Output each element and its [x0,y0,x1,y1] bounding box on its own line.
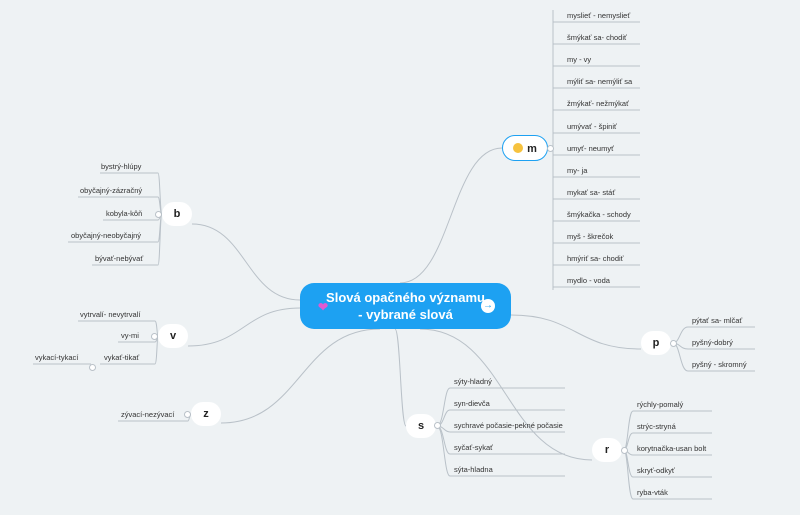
branch-label-z: z [203,408,209,420]
branch-label-v: v [169,330,177,342]
leaf-item[interactable]: sýty-hladný [454,377,492,386]
leaf-item[interactable]: bývať-nebývať [95,254,144,263]
branch-node-b[interactable]: b [162,202,192,226]
leaf-item[interactable]: vykací-tykací [35,353,79,362]
collapse-dot[interactable] [155,211,162,218]
leaf-item[interactable]: pyšný-dobrý [692,338,733,347]
branch-node-s[interactable]: s [406,414,436,438]
branch-label-m: m [527,143,537,155]
leaf-item[interactable]: korytnačka-usan bolt [637,444,707,453]
leaf-item[interactable]: vytrvalí- nevytrvalí [80,310,141,319]
leaf-item[interactable]: ryba-vták [637,488,668,497]
leaf-item[interactable]: my - vy [567,55,592,64]
central-topic[interactable]: ❤ Slová opačného významu - vybrané slová… [300,283,511,329]
branch-label-s: s [417,420,425,432]
leaf-item[interactable]: hmýriť sa- chodiť [567,254,624,263]
connector-line [623,449,634,500]
branch-label-b: b [173,208,181,220]
connector-line [436,387,451,427]
leaf-item[interactable]: vykať-tikať [104,353,140,362]
connector-line [187,307,301,347]
connector-line [436,425,451,477]
leaf-item[interactable]: mýliť sa- nemýliť sa [567,77,633,86]
leaf-item[interactable]: skryť-odkyť [637,466,675,475]
leaf-item[interactable]: vy-mi [121,331,139,340]
collapse-dot[interactable] [151,333,158,340]
leaf-item[interactable]: obyčajný-zázračný [80,186,143,195]
branch-label-p: p [652,337,660,349]
collapse-dot[interactable] [547,145,554,152]
leaf-item[interactable]: šmýkať sa- chodiť [567,33,627,42]
leaf-item[interactable]: šmýkačka - schody [567,210,631,219]
leaf-item[interactable]: syn-dievča [454,399,490,408]
leaf-item[interactable]: syčať-sykať [454,443,493,452]
branch-node-r[interactable]: r [592,438,622,462]
leaf-item[interactable]: mydlo - voda [567,276,610,285]
leaf-item[interactable]: rýchly-pomalý [637,400,684,409]
collapse-dot[interactable] [670,340,677,347]
leaf-item[interactable]: bystrý-hlúpy [101,162,142,171]
branch-node-m[interactable]: m [502,135,548,161]
leaf-item[interactable]: žmýkať- nežmýkať [567,99,629,108]
branch-label-r: r [604,444,610,456]
leaf-item[interactable]: sýta-hladna [454,465,493,474]
leaf-item[interactable]: obyčajný-neobyčajný [71,231,142,240]
connector-line [672,342,689,372]
leaf-item[interactable]: kobyla-kôň [106,209,143,218]
leaf-item[interactable]: strýc-stryná [637,422,676,431]
branch-node-z[interactable]: z [191,402,221,426]
branch-node-p[interactable]: p [641,331,671,355]
smiley-icon [513,143,524,153]
leaf-item[interactable]: mykať sa- stáť [567,188,616,197]
leaf-item[interactable]: zývací-nezývací [121,410,175,419]
connector-line [220,328,381,424]
collapse-dot[interactable] [434,422,441,429]
leaf-item[interactable]: pyšný - skromný [692,360,747,369]
collapse-dot[interactable] [184,411,191,418]
collapse-dot[interactable] [621,447,628,454]
branch-node-v[interactable]: v [158,324,188,348]
leaf-item[interactable]: umývať - špiniť [567,122,617,131]
leaf-item[interactable]: myš - škrečok [567,232,614,241]
central-topic-title: Slová opačného významu - vybrané slová [326,290,485,322]
leaf-item[interactable]: umyť- neumyť [567,144,614,153]
leaf-item[interactable]: sychravé počasie-pekné počasie [454,421,563,430]
heart-icon: ❤ [318,300,329,314]
connector-line [510,314,642,350]
connector-line [623,410,634,451]
leaf-item[interactable]: pýtať sa- mlčať [692,316,743,325]
leaf-item[interactable]: my- ja [567,166,588,175]
connector-line [399,147,503,284]
expand-icon[interactable]: → [481,299,495,313]
connector-line [191,223,301,301]
collapse-dot[interactable] [89,364,96,371]
connector-line [394,328,407,427]
leaf-item[interactable]: myslieť - nemyslieť [567,11,631,20]
